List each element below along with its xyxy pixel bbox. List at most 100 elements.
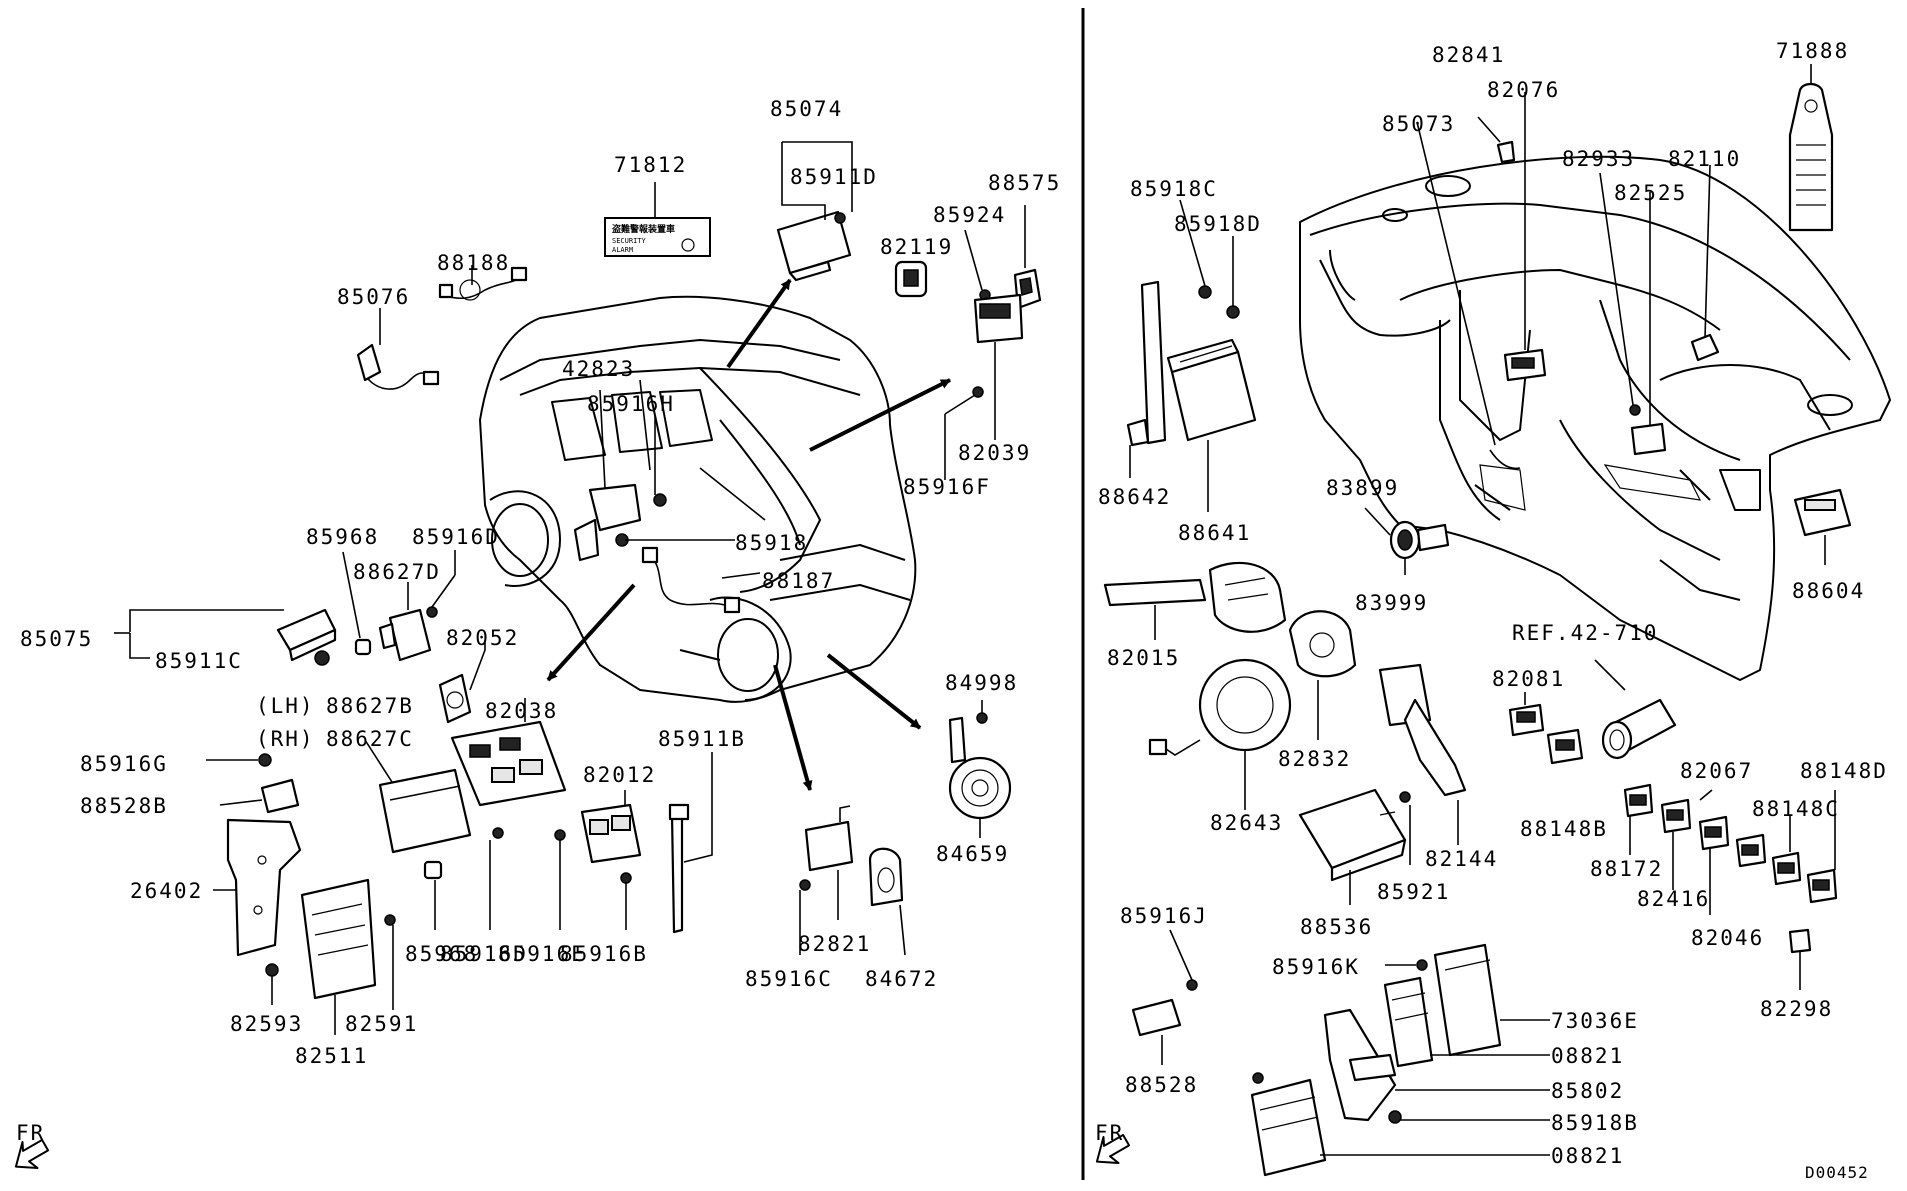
label-n82076: 82076 xyxy=(1487,78,1560,102)
part-82012 xyxy=(580,790,642,930)
part-82119 xyxy=(894,260,928,298)
label-n42823: 42823 xyxy=(562,357,635,381)
label-n82012: 82012 xyxy=(583,763,656,787)
part-82076 xyxy=(1503,92,1547,382)
part-82933 xyxy=(1599,172,1641,416)
part-73036E-module xyxy=(1433,943,1550,1057)
part-ref-42-710 xyxy=(1594,659,1677,760)
part-88627C-module xyxy=(364,739,504,930)
label-n88172: 88172 xyxy=(1590,857,1663,881)
label-n85911D: 85911D xyxy=(790,165,878,189)
part-82511-cover xyxy=(300,878,396,1035)
label-n08821b: 08821 xyxy=(1551,1144,1624,1168)
part-84672 xyxy=(868,847,906,956)
label-n88642: 88642 xyxy=(1098,485,1171,509)
label-n84659: 84659 xyxy=(936,842,1009,866)
label-n82591: 82591 xyxy=(345,1012,418,1036)
part-88642-bracket xyxy=(1126,280,1167,478)
label-n85918D: 85918D xyxy=(1174,212,1262,236)
part-82081 xyxy=(1508,692,1545,737)
label-n82832: 82832 xyxy=(1278,747,1351,771)
label-n85911B: 85911B xyxy=(658,727,746,751)
label-n85916B: 85916B xyxy=(560,942,648,966)
part-82144-wiper-switch xyxy=(1378,663,1467,845)
part-88536-sdm xyxy=(1298,788,1407,905)
part-85075 xyxy=(114,608,337,666)
label-n83999: 83999 xyxy=(1355,591,1428,615)
label-n88188: 88188 xyxy=(437,251,510,275)
part-82015-stalk xyxy=(1103,561,1287,640)
label-n88148D: 88148D xyxy=(1800,759,1888,783)
security-alarm-sticker: 盗難警報装置車 SECURITY ALARM xyxy=(604,182,711,257)
ref-label: REF.42-710 xyxy=(1512,621,1658,645)
part-08821-bracket-upper xyxy=(1383,959,1550,1068)
part-85916G xyxy=(206,753,272,767)
part-84659-horn xyxy=(948,700,1012,838)
part-85968a xyxy=(342,551,372,656)
part-85073 xyxy=(1416,121,1521,470)
label-n85916G: 85916G xyxy=(80,752,168,776)
fr-label-left: FR xyxy=(16,1121,45,1145)
label-n85076: 85076 xyxy=(337,285,410,309)
part-85076-harness xyxy=(356,308,440,390)
part-08821-bracket-lower xyxy=(1250,1072,1550,1177)
switch-blanks-row xyxy=(1623,783,1838,990)
label-n88641: 88641 xyxy=(1178,521,1251,545)
label-n85968b: 85968 xyxy=(405,942,478,966)
label-n85802: 85802 xyxy=(1551,1079,1624,1103)
label-n88148B: 88148B xyxy=(1520,817,1608,841)
label-n85918B: 85918B xyxy=(1551,1111,1639,1135)
part-88187-harness xyxy=(641,546,761,614)
label-n88187: 88187 xyxy=(762,569,835,593)
part-82052 xyxy=(438,640,486,724)
label-n82038: 82038 xyxy=(485,699,558,723)
sticker-text-security: SECURITY xyxy=(612,237,647,245)
label-n88627C: 88627C xyxy=(326,727,414,751)
part-71888-tag xyxy=(1788,64,1834,232)
label-n88575: 88575 xyxy=(988,171,1061,195)
label-n88536: 88536 xyxy=(1300,915,1373,939)
dashboard-outline xyxy=(1299,155,1891,681)
part-88575 xyxy=(1013,205,1042,310)
fr-label-right: FR xyxy=(1095,1121,1124,1145)
label-n83899: 83899 xyxy=(1326,476,1399,500)
label-n88604: 88604 xyxy=(1792,579,1865,603)
part-83899-socket xyxy=(1364,507,1450,575)
label-n82298: 82298 xyxy=(1760,997,1833,1021)
label-n85916F: 85916F xyxy=(903,475,991,499)
label-n85921: 85921 xyxy=(1377,880,1450,904)
label-lh: (LH) xyxy=(256,694,315,718)
fr-arrow-left xyxy=(14,1138,50,1169)
fr-arrow-right xyxy=(1095,1133,1131,1164)
label-n88148C: 88148C xyxy=(1752,797,1840,821)
part-82039 xyxy=(944,293,1024,480)
label-n82144: 82144 xyxy=(1425,847,1498,871)
part-85918D xyxy=(1226,236,1240,319)
label-n85968a: 85968 xyxy=(306,525,379,549)
part-26402-bracket xyxy=(213,818,302,1005)
vehicle-outline xyxy=(479,295,917,703)
label-n85074: 85074 xyxy=(770,97,843,121)
part-88641-unit xyxy=(1166,338,1257,512)
label-n85916E: 85916E xyxy=(498,942,586,966)
label-n82039: 82039 xyxy=(958,441,1031,465)
part-88604 xyxy=(1793,488,1852,565)
part-85921 xyxy=(1399,791,1411,865)
label-n82052: 82052 xyxy=(446,626,519,650)
label-n84672: 84672 xyxy=(865,967,938,991)
label-n82593: 82593 xyxy=(230,1012,303,1036)
label-n82110: 82110 xyxy=(1668,147,1741,171)
part-85968b xyxy=(423,860,443,930)
label-n82643: 82643 xyxy=(1210,811,1283,835)
label-n82081: 82081 xyxy=(1492,667,1565,691)
label-n73036E: 73036E xyxy=(1551,1009,1639,1033)
label-n88528: 88528 xyxy=(1125,1073,1198,1097)
part-88627D xyxy=(378,550,456,662)
diagram-code: D00452 xyxy=(1805,1163,1869,1182)
label-n82841: 82841 xyxy=(1432,43,1505,67)
part-85074 xyxy=(776,141,853,282)
label-n85911C: 85911C xyxy=(155,649,243,673)
label-n82821: 82821 xyxy=(798,932,871,956)
